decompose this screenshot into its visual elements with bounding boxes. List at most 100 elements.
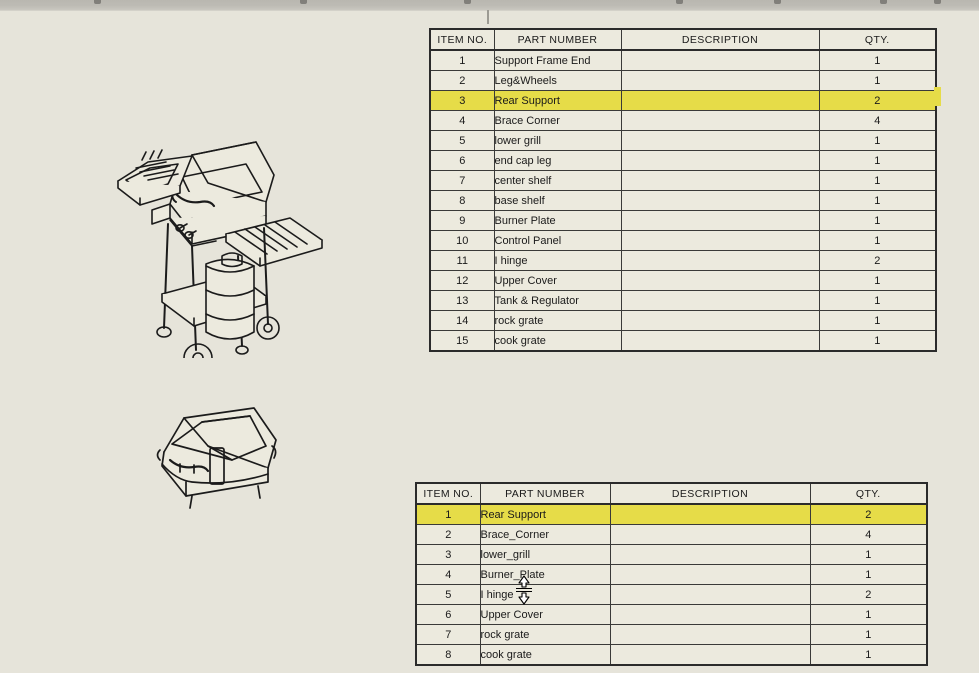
cell-item-no[interactable]: 13 <box>429 290 495 311</box>
cell-part-number[interactable]: Tank & Regulator <box>493 290 622 311</box>
cell-description[interactable] <box>609 564 811 585</box>
cell-item-no[interactable]: 14 <box>429 310 495 331</box>
cell-item-no[interactable]: 12 <box>429 270 495 291</box>
cell-item-no[interactable]: 3 <box>415 544 481 565</box>
cell-item-no[interactable]: 5 <box>415 584 481 605</box>
cell-qty[interactable]: 4 <box>818 110 937 131</box>
cell-description[interactable] <box>620 190 820 211</box>
cell-qty[interactable]: 2 <box>809 584 928 605</box>
cell-description[interactable] <box>620 150 820 171</box>
cell-qty[interactable]: 1 <box>818 230 937 251</box>
cell-description[interactable] <box>620 210 820 231</box>
cell-description[interactable] <box>609 604 811 625</box>
cell-item-no[interactable]: 7 <box>415 624 481 645</box>
cell-item-no[interactable]: 8 <box>429 190 495 211</box>
cell-part-number[interactable]: rock grate <box>479 624 611 645</box>
cell-item-no[interactable]: 2 <box>415 524 481 545</box>
column-header-qty[interactable]: QTY. <box>809 482 928 505</box>
cell-part-number[interactable]: I hinge <box>479 584 611 605</box>
cell-item-no[interactable]: 4 <box>415 564 481 585</box>
cell-part-number[interactable]: Brace Corner <box>493 110 622 131</box>
cell-description[interactable] <box>620 290 820 311</box>
cell-qty[interactable]: 4 <box>809 524 928 545</box>
cell-item-no[interactable]: 6 <box>429 150 495 171</box>
cell-qty[interactable]: 1 <box>809 564 928 585</box>
cell-part-number[interactable]: rock grate <box>493 310 622 331</box>
toolbar-icon[interactable] <box>464 0 471 4</box>
cell-description[interactable] <box>620 110 820 131</box>
cell-part-number[interactable]: Rear Support <box>479 503 611 525</box>
toolbar-strip[interactable] <box>0 0 979 11</box>
toolbar-icon[interactable] <box>880 0 887 4</box>
cell-description[interactable] <box>609 524 811 545</box>
cell-description[interactable] <box>620 330 820 352</box>
cell-item-no[interactable]: 11 <box>429 250 495 271</box>
cell-part-number[interactable]: end cap leg <box>493 150 622 171</box>
cell-qty[interactable]: 1 <box>818 130 937 151</box>
cell-part-number[interactable]: Control Panel <box>493 230 622 251</box>
cell-item-no[interactable]: 15 <box>429 330 495 352</box>
cell-item-no[interactable]: 7 <box>429 170 495 191</box>
cell-item-no[interactable]: 6 <box>415 604 481 625</box>
cell-part-number[interactable]: Burner_Plate <box>479 564 611 585</box>
cell-description[interactable] <box>620 250 820 271</box>
cell-description[interactable] <box>620 270 820 291</box>
cell-part-number[interactable]: center shelf <box>493 170 622 191</box>
toolbar-icon[interactable] <box>934 0 941 4</box>
cell-part-number[interactable]: lower_grill <box>479 544 611 565</box>
cell-qty[interactable]: 1 <box>809 624 928 645</box>
cell-qty[interactable]: 1 <box>818 270 937 291</box>
cell-description[interactable] <box>609 503 811 525</box>
cell-description[interactable] <box>620 130 820 151</box>
cell-qty[interactable]: 1 <box>818 170 937 191</box>
cell-description[interactable] <box>609 624 811 645</box>
cell-part-number[interactable]: cook grate <box>479 644 611 666</box>
cell-item-no[interactable]: 1 <box>429 49 495 71</box>
column-header-item-no[interactable]: ITEM NO. <box>415 482 481 505</box>
toolbar-icon[interactable] <box>300 0 307 4</box>
cell-description[interactable] <box>609 644 811 666</box>
cell-qty[interactable]: 1 <box>809 644 928 666</box>
cell-part-number[interactable]: Upper Cover <box>493 270 622 291</box>
grill-upper-cover-drawing[interactable] <box>150 402 310 512</box>
cell-part-number[interactable]: cook grate <box>493 330 622 352</box>
cell-part-number[interactable]: Support Frame End <box>493 49 622 71</box>
cell-item-no[interactable]: 2 <box>429 70 495 91</box>
cell-part-number[interactable]: lower grill <box>493 130 622 151</box>
cell-item-no[interactable]: 3 <box>429 90 495 111</box>
cell-description[interactable] <box>620 170 820 191</box>
cell-qty[interactable]: 2 <box>818 250 937 271</box>
cell-qty[interactable]: 1 <box>818 290 937 311</box>
cell-item-no[interactable]: 9 <box>429 210 495 231</box>
cell-description[interactable] <box>609 584 811 605</box>
column-header-part-number[interactable]: PART NUMBER <box>493 28 622 51</box>
cell-part-number[interactable]: Leg&Wheels <box>493 70 622 91</box>
column-header-description[interactable]: DESCRIPTION <box>609 482 811 505</box>
cell-qty[interactable]: 1 <box>809 544 928 565</box>
toolbar-icon[interactable] <box>94 0 101 4</box>
cell-item-no[interactable]: 8 <box>415 644 481 666</box>
cell-description[interactable] <box>620 90 820 111</box>
cell-description[interactable] <box>620 230 820 251</box>
